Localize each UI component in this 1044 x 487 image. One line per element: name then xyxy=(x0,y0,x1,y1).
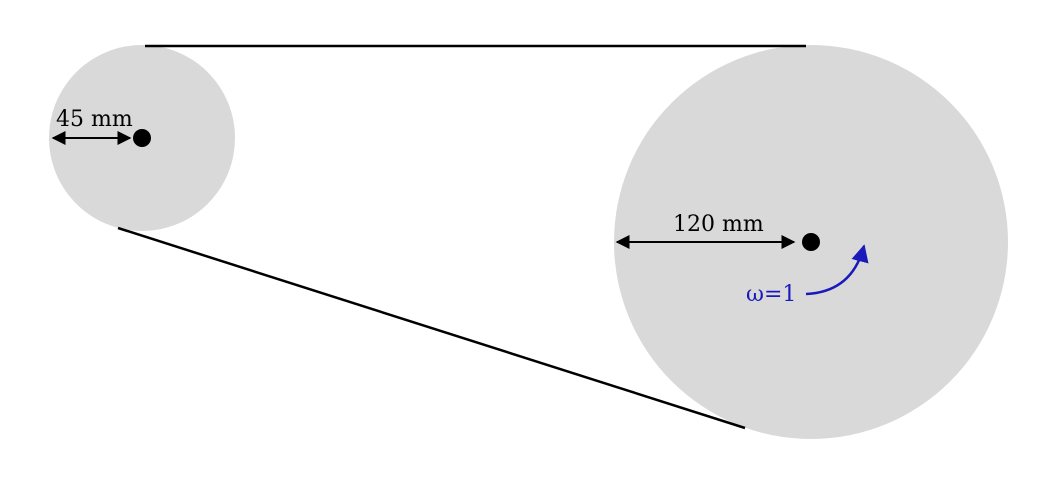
large-pulley-center-dot xyxy=(802,233,820,251)
small-pulley-center-dot xyxy=(133,129,151,147)
large-radius-label: 120 mm xyxy=(673,212,764,237)
omega-label: ω=1 xyxy=(746,282,796,307)
small-radius-label: 45 mm xyxy=(56,107,133,132)
belt-bottom-segment xyxy=(117,226,746,430)
rotation-arrow xyxy=(805,244,869,296)
